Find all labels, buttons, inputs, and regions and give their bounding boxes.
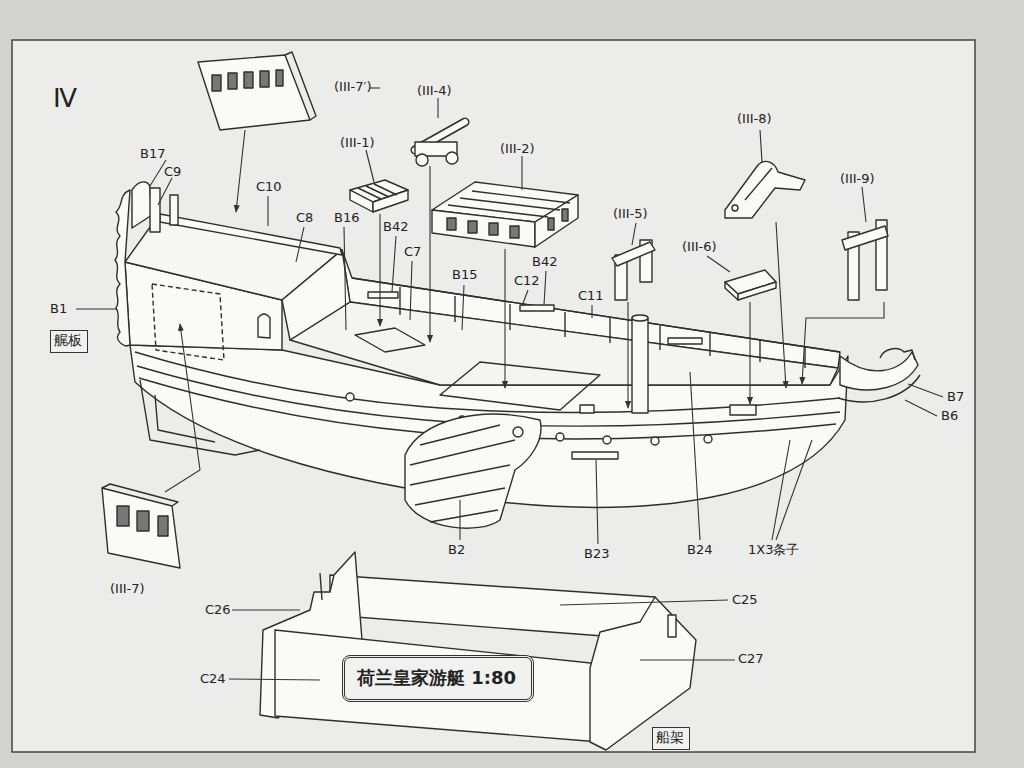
part-label: (III-8) xyxy=(737,112,772,126)
part-label: B6 xyxy=(941,409,958,423)
part-label: C7 xyxy=(404,245,421,259)
part-label: B42 xyxy=(383,220,408,234)
part-label: B16 xyxy=(334,211,359,225)
name-plate: 荷兰皇家游艇 1:80 xyxy=(342,655,534,702)
part-label: (III-9) xyxy=(840,172,875,186)
part-label: C10 xyxy=(256,180,282,194)
part-label: B1 xyxy=(50,302,67,316)
part-label: C27 xyxy=(738,652,764,666)
part-label: (III-4) xyxy=(417,84,452,98)
node-text: 船架 xyxy=(656,729,686,747)
part-label: (III-1) xyxy=(340,136,375,150)
part-label: C12 xyxy=(514,274,540,288)
step-number: Ⅳ xyxy=(53,86,77,112)
part-label: (III-5) xyxy=(613,207,648,221)
section-box: 船架 xyxy=(652,727,690,750)
part-label: B15 xyxy=(452,268,477,282)
part-label: (III-7) xyxy=(110,582,145,596)
part-label: (III-2) xyxy=(500,142,535,156)
part-label: C9 xyxy=(164,165,181,179)
part-label: C24 xyxy=(200,672,226,686)
part-label: B2 xyxy=(448,543,465,557)
part-label: C11 xyxy=(578,289,604,303)
part-label: (III-6) xyxy=(682,240,717,254)
part-label: (III-7′) xyxy=(334,80,372,94)
section-box: 艉板 xyxy=(50,330,88,353)
part-label: B23 xyxy=(584,547,609,561)
part-label: C8 xyxy=(296,211,313,225)
node-text: 荷兰皇家游艇 1:80 xyxy=(357,666,519,690)
part-label: 1X3条子 xyxy=(748,543,799,557)
node-text: 艉板 xyxy=(54,332,84,350)
part-label: C25 xyxy=(732,593,758,607)
part-label: C26 xyxy=(205,603,231,617)
part-label: B17 xyxy=(140,147,165,161)
part-label: B7 xyxy=(947,390,964,404)
part-label: B24 xyxy=(687,543,712,557)
part-label: B42 xyxy=(532,255,557,269)
